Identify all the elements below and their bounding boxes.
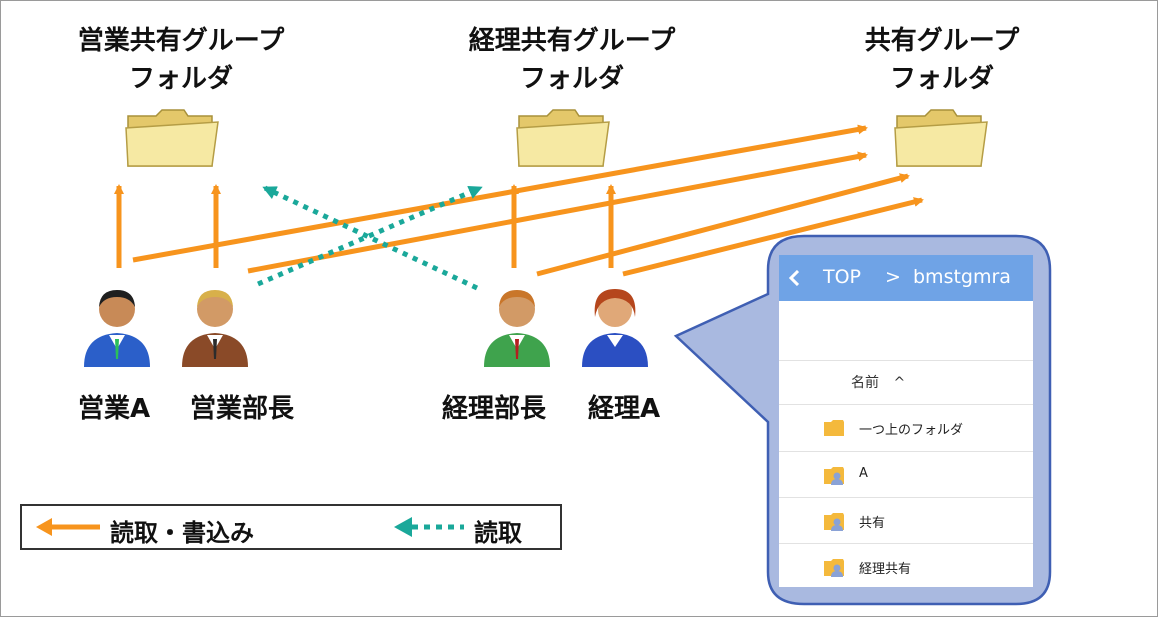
legend-read-label: 読取: [474, 519, 522, 547]
person-eigyo-a-icon: [84, 290, 150, 367]
arrow-eigyobucho-to-shared-folder: [247, 151, 868, 274]
breadcrumb: TOP > bmstgmra: [779, 255, 1033, 301]
divider: [779, 543, 1033, 544]
person-label: 経理A: [588, 394, 661, 424]
list-item[interactable]: A: [779, 452, 1033, 498]
folder-icon: [824, 420, 844, 436]
list-item[interactable]: 一つ上のフォルダ: [779, 405, 1033, 451]
user-folder-icon: [824, 467, 844, 485]
sort-indicator: ^: [893, 375, 906, 391]
user-folder-icon: [824, 513, 844, 531]
folder-title-keiri: 経理共有グループ フォルダ: [441, 22, 703, 98]
column-header-name[interactable]: 名前 ^: [851, 372, 905, 392]
arrow-eigyoa-to-shared-folder: [132, 124, 868, 263]
person-eigyo-bucho-icon: [182, 290, 248, 367]
list-item-label: 経理共有: [859, 562, 912, 577]
divider: [779, 451, 1033, 452]
folder-title-line2: フォルダ: [519, 64, 624, 94]
divider: [779, 360, 1033, 361]
read-arrow-icon: [394, 517, 464, 537]
breadcrumb-separator: >: [885, 266, 901, 288]
readwrite-arrow-icon: [36, 518, 100, 536]
user-folder-icon: [824, 559, 844, 577]
legend: 読取・書込み 読取: [20, 504, 562, 550]
breadcrumb-root[interactable]: TOP: [823, 266, 862, 288]
list-item[interactable]: 経理共有: [779, 544, 1033, 587]
person-label: 営業A: [78, 394, 151, 424]
folder-title-line2: フォルダ: [128, 64, 233, 94]
divider: [779, 404, 1033, 405]
folder-title-eigyo: 営業共有グループ フォルダ: [50, 22, 312, 98]
file-browser-panel: TOP > bmstgmra 名前 ^ 一つ上のフォルダ A 共有: [779, 255, 1033, 587]
person-label: 営業部長: [190, 394, 295, 424]
folder-title-shared: 共有グループ フォルダ: [832, 22, 1052, 98]
person-label: 経理部長: [442, 394, 547, 424]
divider: [779, 497, 1033, 498]
folder-icon: [516, 109, 610, 167]
list-item[interactable]: 共有: [779, 498, 1033, 544]
breadcrumb-current[interactable]: bmstgmra: [913, 266, 1011, 288]
person-keiri-bucho-icon: [484, 290, 550, 367]
person-keiri-a-icon: [582, 289, 648, 367]
list-item-label: 一つ上のフォルダ: [859, 423, 964, 438]
legend-readwrite-label: 読取・書込み: [110, 519, 254, 547]
read-arrow-eigyobucho-to-keiri-folder: [257, 185, 483, 287]
folder-title-line1: 経理共有グループ: [468, 26, 676, 56]
folder-title-line1: 営業共有グループ: [77, 26, 285, 56]
arrow-keiria-to-shared-folder: [622, 197, 924, 277]
folder-icon: [125, 109, 219, 167]
list-item-label: 共有: [859, 516, 886, 531]
folder-title-line2: フォルダ: [889, 64, 994, 94]
folder-icon: [894, 109, 988, 167]
folder-title-line1: 共有グループ: [864, 26, 1020, 56]
arrow-keiribucho-to-shared-folder: [536, 173, 910, 277]
list-item-label: A: [859, 466, 868, 481]
back-arrow-icon[interactable]: [789, 270, 799, 286]
column-header-label: 名前: [851, 375, 879, 391]
